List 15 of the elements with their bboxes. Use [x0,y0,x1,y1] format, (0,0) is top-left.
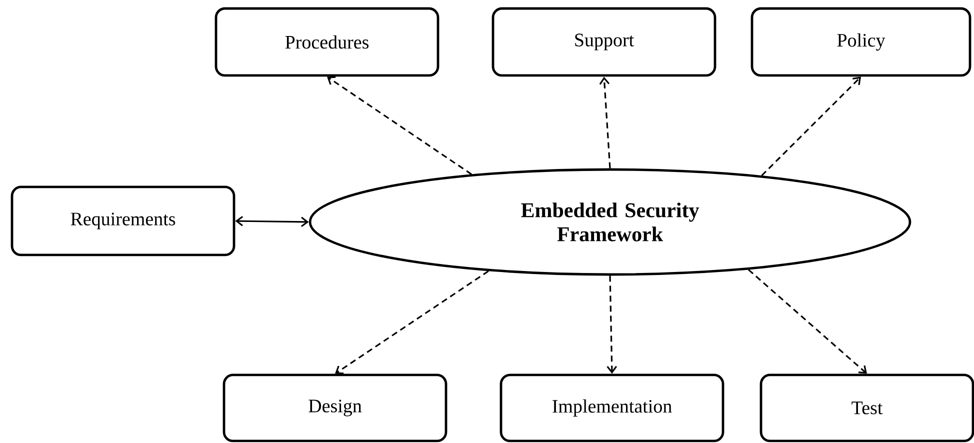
arrow [606,276,617,374]
arrow [748,269,867,374]
rounded-box: Test [760,374,974,442]
rounded-box: Procedures [214,7,440,77]
rounded-box: Requirements [10,186,236,256]
rounded-box: Policy [750,7,972,77]
arrow [335,270,489,374]
rounded-box: Design [222,374,448,442]
rounded-box: Implementation [500,374,724,442]
arrow [599,76,611,168]
arrow [327,76,472,175]
rounded-box: Support [492,7,716,77]
arrow [761,76,861,176]
ellipse-node: Embedded Security Framework [308,168,912,276]
arrow [235,216,309,228]
